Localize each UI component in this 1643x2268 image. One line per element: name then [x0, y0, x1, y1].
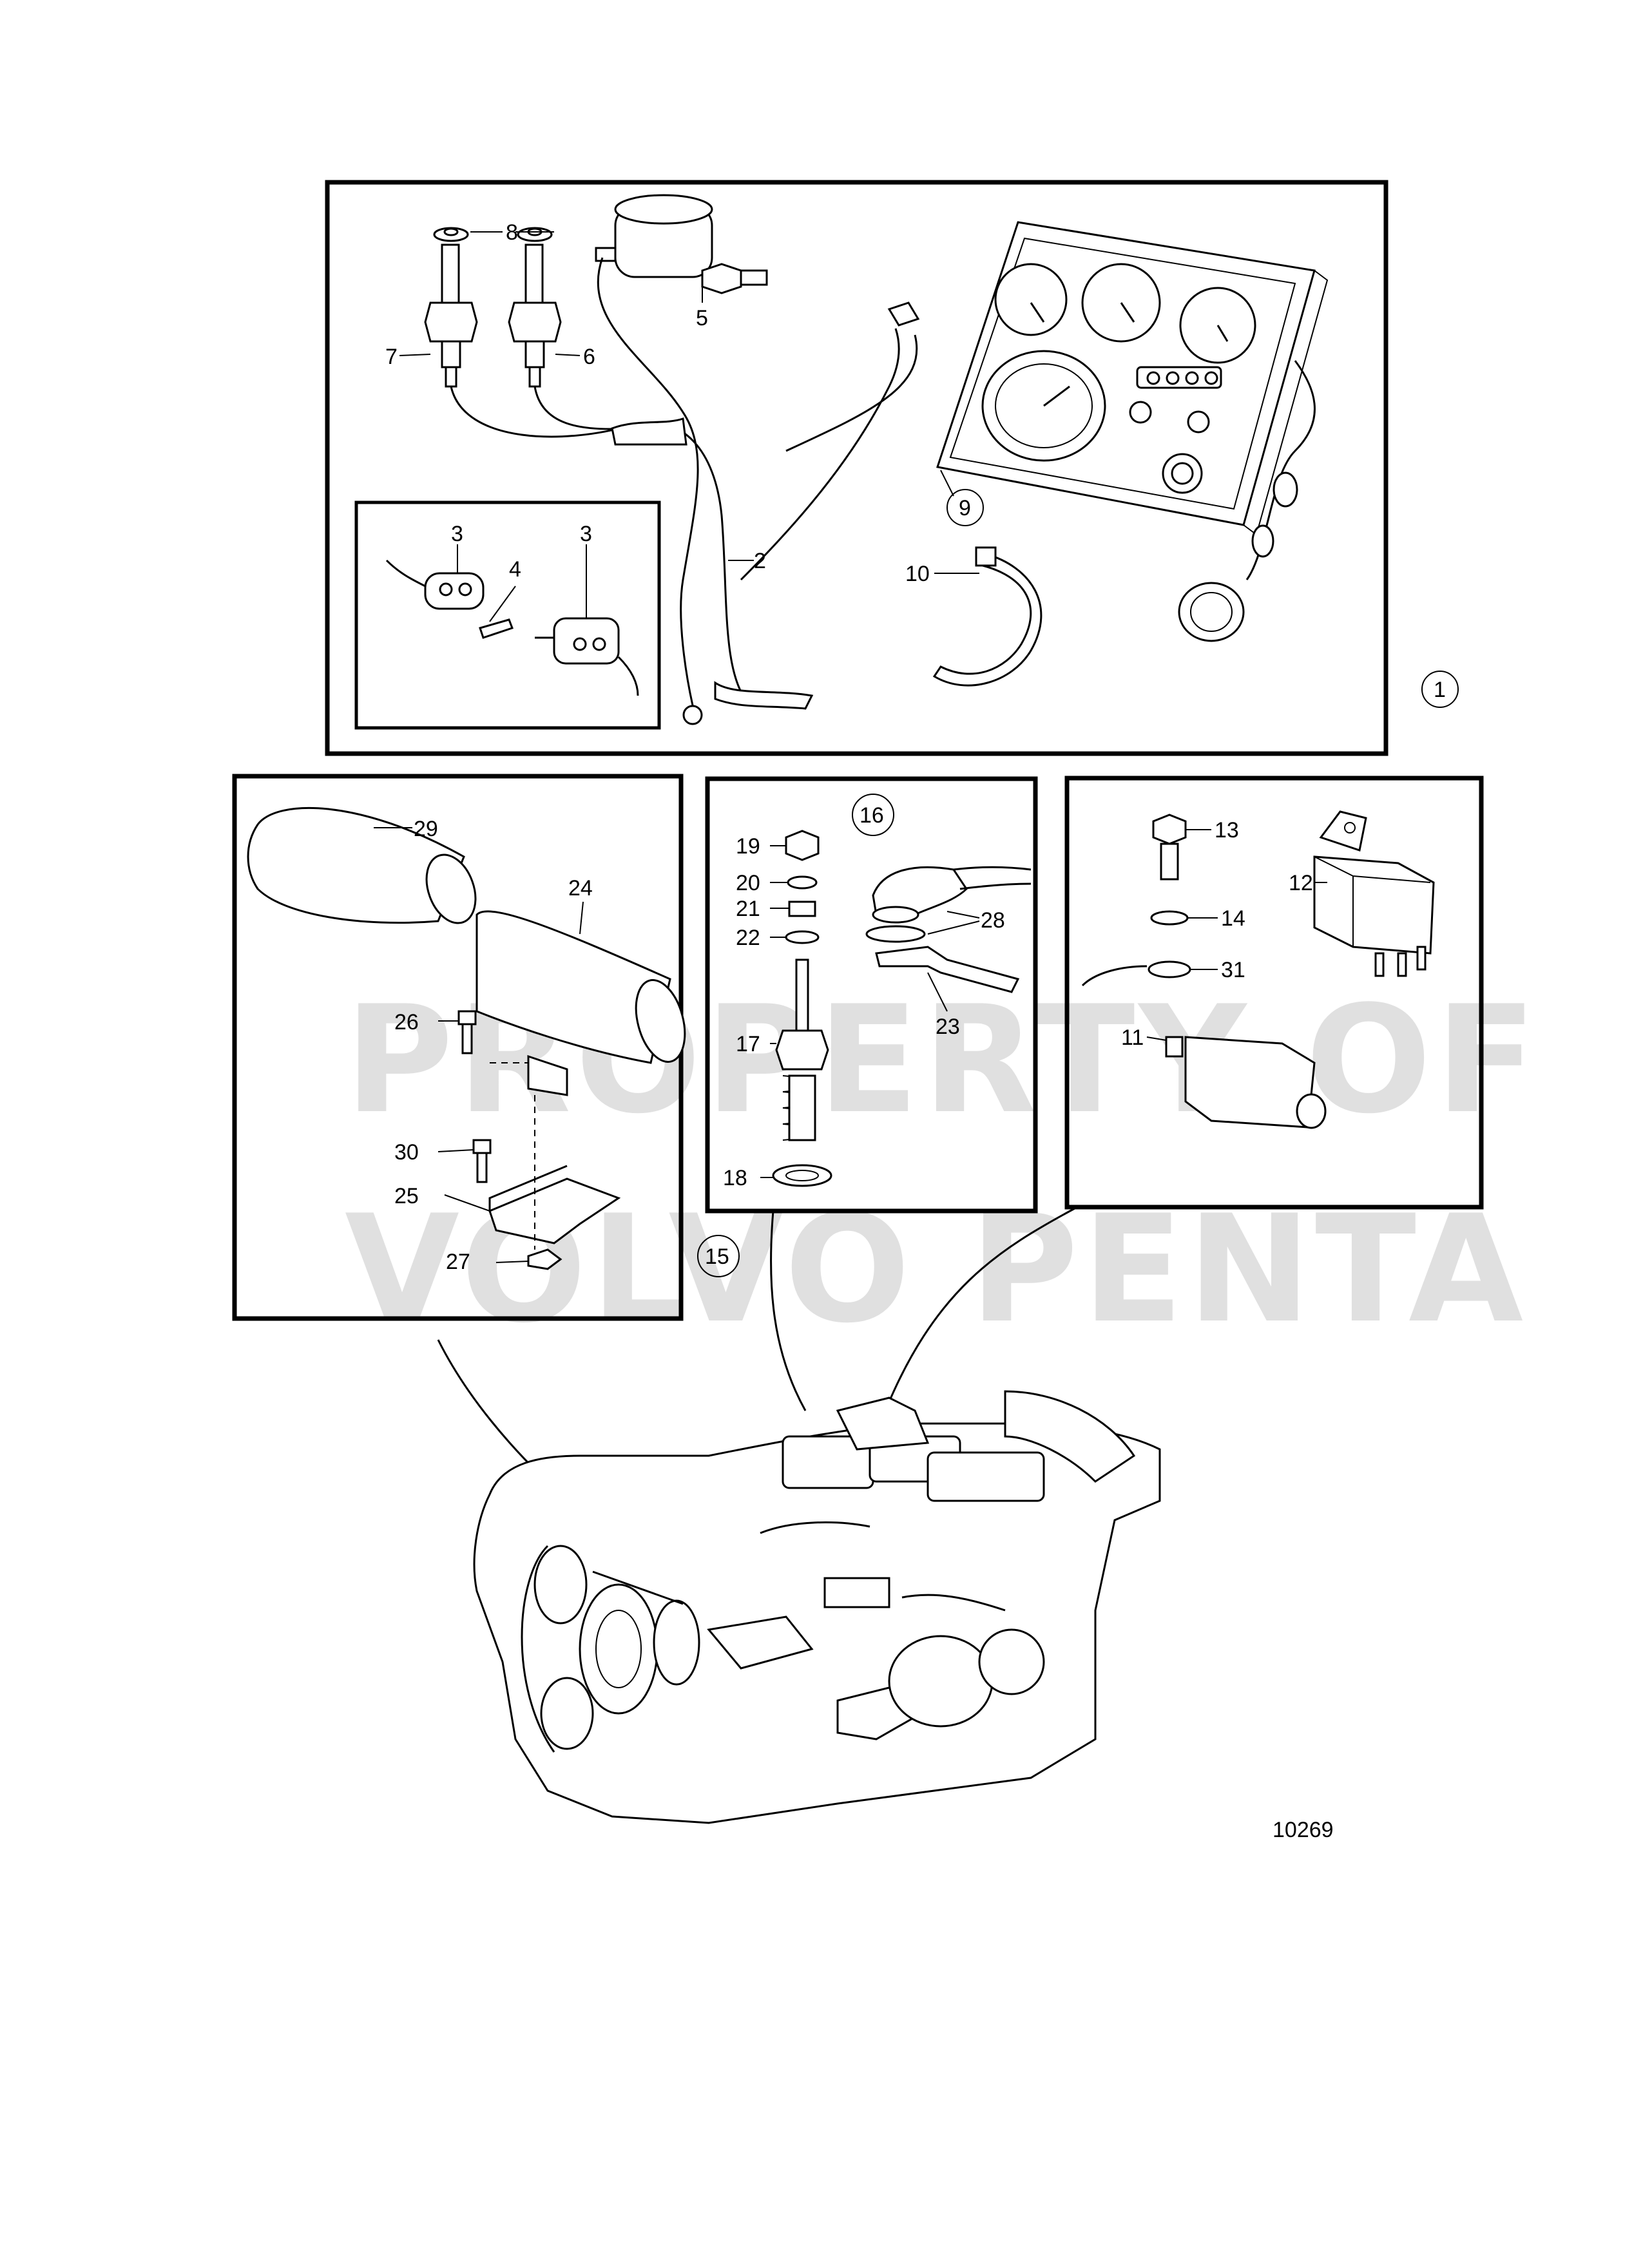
callout-26: 26 [394, 1010, 419, 1034]
callout-28: 28 [981, 908, 1005, 933]
glowplug-panel-frame [705, 776, 1038, 1214]
callout-21: 21 [736, 897, 760, 921]
callout-labels: 8 7 6 5 2 10 3 4 3 9 1 29 24 26 30 25 27… [385, 220, 1459, 1842]
callout-27: 27 [446, 1250, 470, 1274]
callout-23: 23 [936, 1015, 960, 1039]
connector-inset [385, 559, 639, 696]
callout-9-circled: 9 [946, 489, 984, 526]
callout-18: 18 [723, 1166, 747, 1190]
callout-17: 17 [736, 1032, 760, 1056]
svg-text:9: 9 [959, 496, 971, 520]
glow-plug-connector-28-23 [865, 866, 1032, 993]
temperature-sender-6 [508, 227, 562, 388]
drawing-number: 10269 [1273, 1818, 1334, 1842]
solenoid-29-24 [247, 806, 686, 1096]
group-15-circled: 15 [697, 1235, 740, 1277]
callout-19: 19 [736, 834, 760, 859]
callout-4: 4 [509, 557, 521, 582]
group-15-label: 15 [705, 1244, 729, 1269]
instrument-panel-frame [325, 180, 1388, 756]
cable-tie-10 [932, 546, 1042, 687]
callout-7: 7 [385, 345, 398, 369]
callout-10: 10 [905, 562, 930, 586]
oil-pressure-sender-5 [595, 194, 768, 294]
callout-5: 5 [696, 306, 708, 330]
engine-illustration [437, 1206, 1161, 1824]
callout-22: 22 [736, 926, 760, 950]
callout-12: 12 [1289, 871, 1313, 895]
temperature-sender-7 [424, 227, 478, 388]
callout-3a: 3 [451, 522, 463, 546]
group-1-label: 1 [1434, 678, 1446, 702]
group-1-circled: 1 [1421, 671, 1459, 708]
wiring-harness-2 [450, 257, 920, 725]
callout-2: 2 [754, 549, 766, 573]
callout-30: 30 [394, 1140, 419, 1165]
group-16-label: 16 [860, 803, 884, 828]
callout-6: 6 [583, 345, 595, 369]
bracket-25-bolts [457, 1010, 621, 1270]
callout-11: 11 [1121, 1025, 1144, 1050]
callout-13: 13 [1215, 818, 1239, 843]
relay-parts [1081, 810, 1435, 1129]
callout-20: 20 [736, 871, 760, 895]
leader-lines [374, 231, 1327, 1263]
group-16-circled: 16 [852, 794, 894, 836]
callout-3b: 3 [580, 522, 592, 546]
relay-panel-frame [1064, 776, 1484, 1210]
callout-31: 31 [1221, 958, 1245, 982]
instrument-cluster-9 [936, 221, 1329, 642]
callout-14: 14 [1221, 906, 1245, 931]
callout-25: 25 [394, 1184, 419, 1208]
callout-24: 24 [568, 876, 593, 901]
callout-29: 29 [414, 817, 438, 841]
callout-8: 8 [506, 220, 518, 245]
